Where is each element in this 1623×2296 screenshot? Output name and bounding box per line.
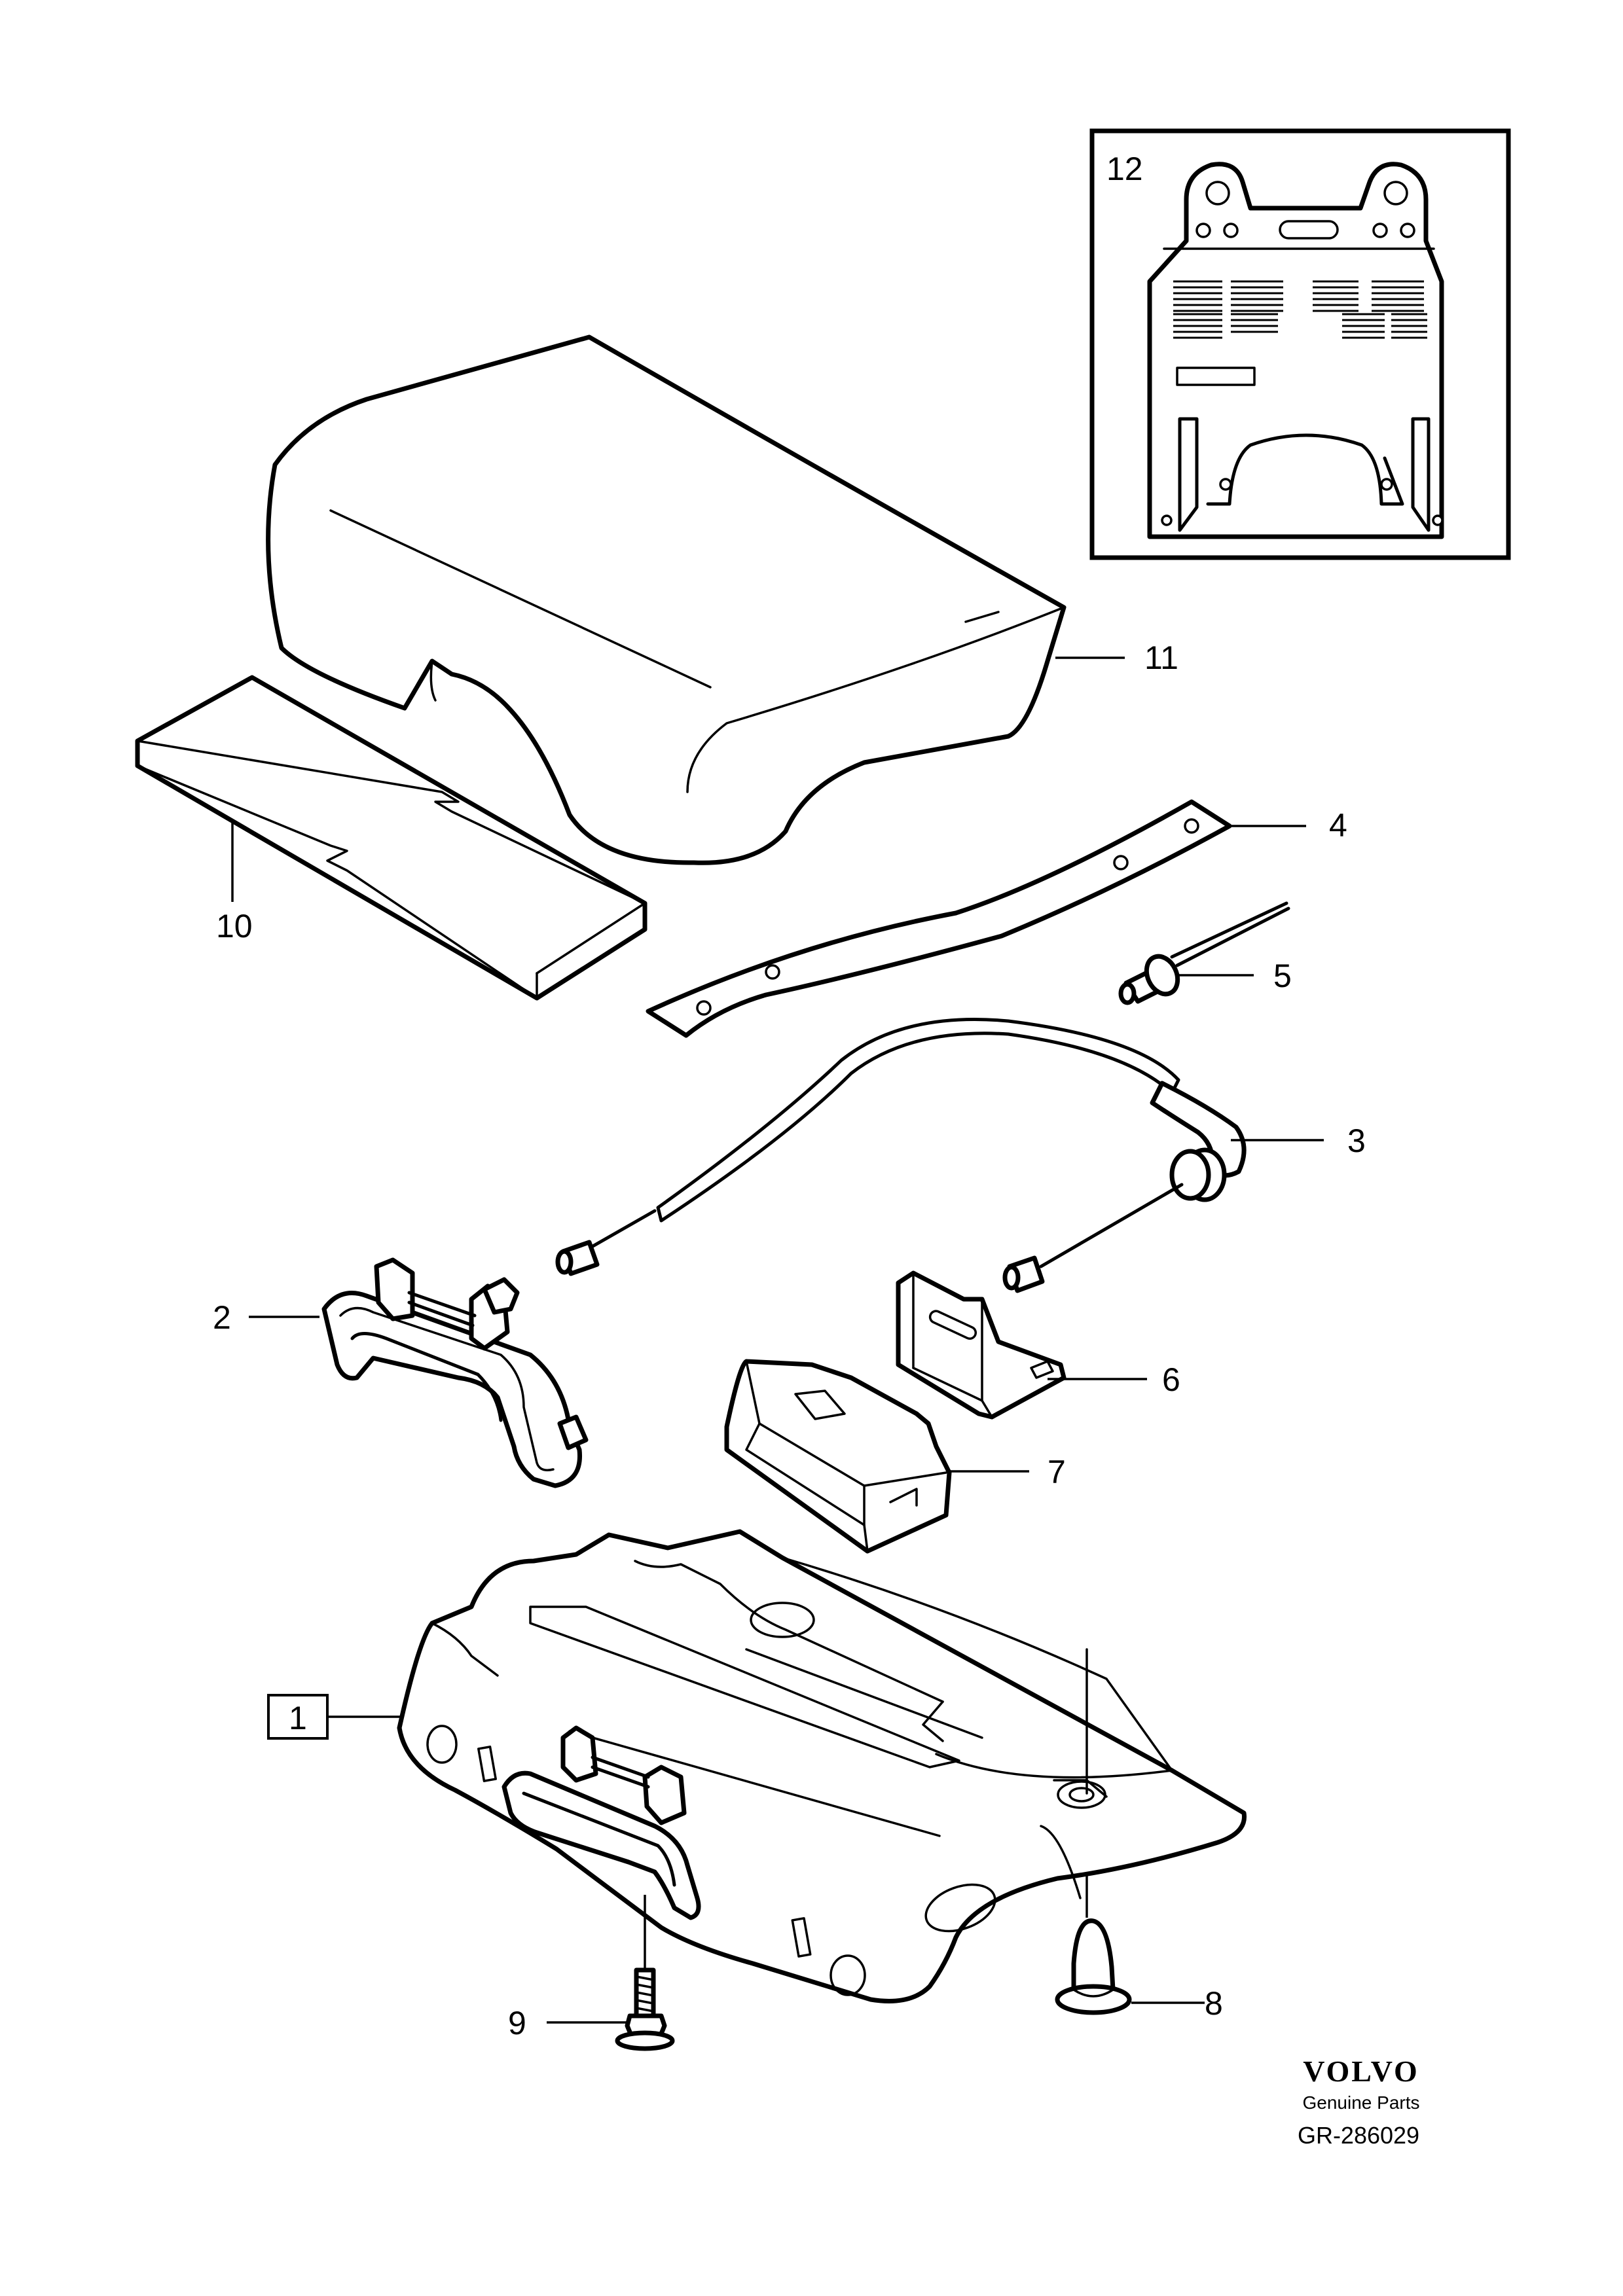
brand-logo: VOLVO xyxy=(1303,2054,1419,2088)
drawing-reference: GR-286029 xyxy=(1298,2122,1419,2149)
callout-5: 5 xyxy=(1273,958,1292,994)
part-6-bracket[interactable] xyxy=(896,1270,1067,1420)
callout-1-box xyxy=(267,1694,329,1740)
callout-12: 12 xyxy=(1106,151,1143,187)
part-12-mounting-plate[interactable] xyxy=(1147,162,1444,539)
callout-8: 8 xyxy=(1205,1985,1223,2022)
callout-6: 6 xyxy=(1162,1361,1180,1398)
callout-9: 9 xyxy=(508,2005,526,2041)
callout-3: 3 xyxy=(1347,1122,1366,1159)
vent-hatching xyxy=(1173,280,1427,339)
callout-7: 7 xyxy=(1048,1454,1066,1490)
callout-4: 4 xyxy=(1329,807,1347,844)
part-11-cushion[interactable] xyxy=(266,334,1067,865)
part-3-cable[interactable] xyxy=(555,1018,1247,1293)
brand-tagline: Genuine Parts xyxy=(1303,2092,1420,2113)
callout-1: 1 xyxy=(289,1700,307,1736)
part-8-push-clip[interactable] xyxy=(1055,1918,1132,2015)
part-2-release-handle[interactable] xyxy=(321,1257,589,1488)
part-9-bolt[interactable] xyxy=(615,1967,675,2051)
part-5-rivet[interactable] xyxy=(1118,901,1290,1005)
part-4-strip[interactable] xyxy=(646,799,1232,1038)
callout-11: 11 xyxy=(1144,639,1178,676)
part-10-foam-pad[interactable] xyxy=(135,675,647,1001)
callout-10: 10 xyxy=(216,908,253,944)
part-1-base-tray[interactable] xyxy=(397,1529,1247,2003)
callout-2: 2 xyxy=(213,1299,231,1336)
part-7-housing[interactable] xyxy=(724,1359,952,1554)
